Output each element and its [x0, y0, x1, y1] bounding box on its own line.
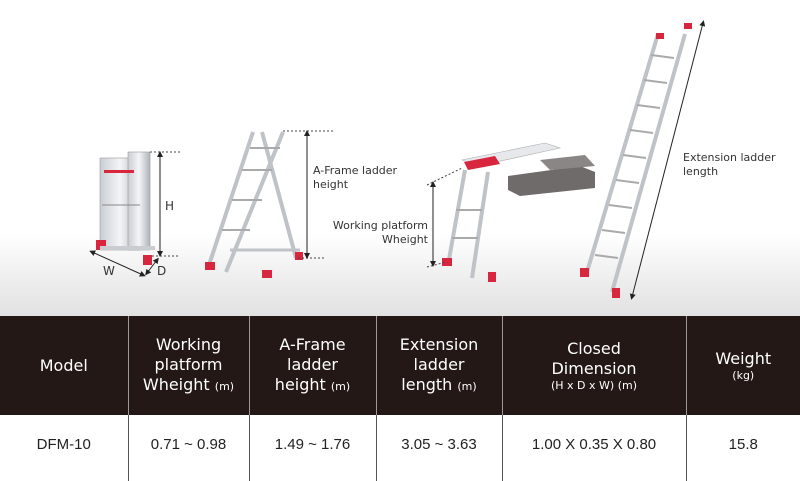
cell-weight: 15.8	[686, 415, 800, 481]
unit-label: (m)	[457, 380, 476, 393]
header-weight: Weight (kg)	[686, 316, 800, 415]
cell-extension-length: 3.05 ~ 3.63	[376, 415, 502, 481]
working-platform-label: Working platform Wheight	[328, 219, 428, 247]
working-platform-label-line2: Wheight	[328, 233, 428, 247]
extension-length-label-line2: length	[683, 165, 776, 179]
unit-label: (m)	[331, 380, 350, 393]
header-extension-length: Extension ladder length (m)	[376, 316, 502, 415]
ladder-illustrations	[0, 0, 800, 316]
width-label: W	[103, 264, 115, 278]
depth-label: D	[157, 264, 166, 278]
aframe-height-label: A-Frame ladder height	[313, 164, 397, 192]
unit-label: (H x D x W) (m)	[503, 379, 686, 392]
height-label: H	[165, 199, 174, 213]
unit-label: (m)	[215, 380, 234, 393]
header-closed-dimension: Closed Dimension (H x D x W) (m)	[502, 316, 686, 415]
product-illustration-area: H W D A-Frame ladder height Working plat…	[0, 0, 800, 316]
working-platform-label-line1: Working platform	[328, 219, 428, 233]
cell-model: DFM-10	[0, 415, 128, 481]
header-model: Model	[0, 316, 128, 415]
aframe-height-label-line2: height	[313, 178, 397, 192]
extension-length-label: Extension ladder length	[683, 151, 776, 179]
spec-table: Model Working platform Wheight (m) A-Fra…	[0, 316, 800, 481]
cell-closed-dimension: 1.00 X 0.35 X 0.80	[502, 415, 686, 481]
table-row: DFM-10 0.71 ~ 0.98 1.49 ~ 1.76 3.05 ~ 3.…	[0, 415, 800, 481]
platform-ladder	[427, 143, 595, 282]
header-working-platform: Working platform Wheight (m)	[128, 316, 249, 415]
header-aframe-height: A-Frame ladder height (m)	[249, 316, 376, 415]
cell-aframe-height: 1.49 ~ 1.76	[249, 415, 376, 481]
aframe-height-label-line1: A-Frame ladder	[313, 164, 397, 178]
spec-header-row: Model Working platform Wheight (m) A-Fra…	[0, 316, 800, 415]
folded-ladder	[92, 152, 180, 275]
a-frame-ladder	[205, 131, 335, 278]
extension-length-label-line1: Extension ladder	[683, 151, 776, 165]
cell-working-platform: 0.71 ~ 0.98	[128, 415, 249, 481]
unit-label: (kg)	[687, 369, 800, 382]
